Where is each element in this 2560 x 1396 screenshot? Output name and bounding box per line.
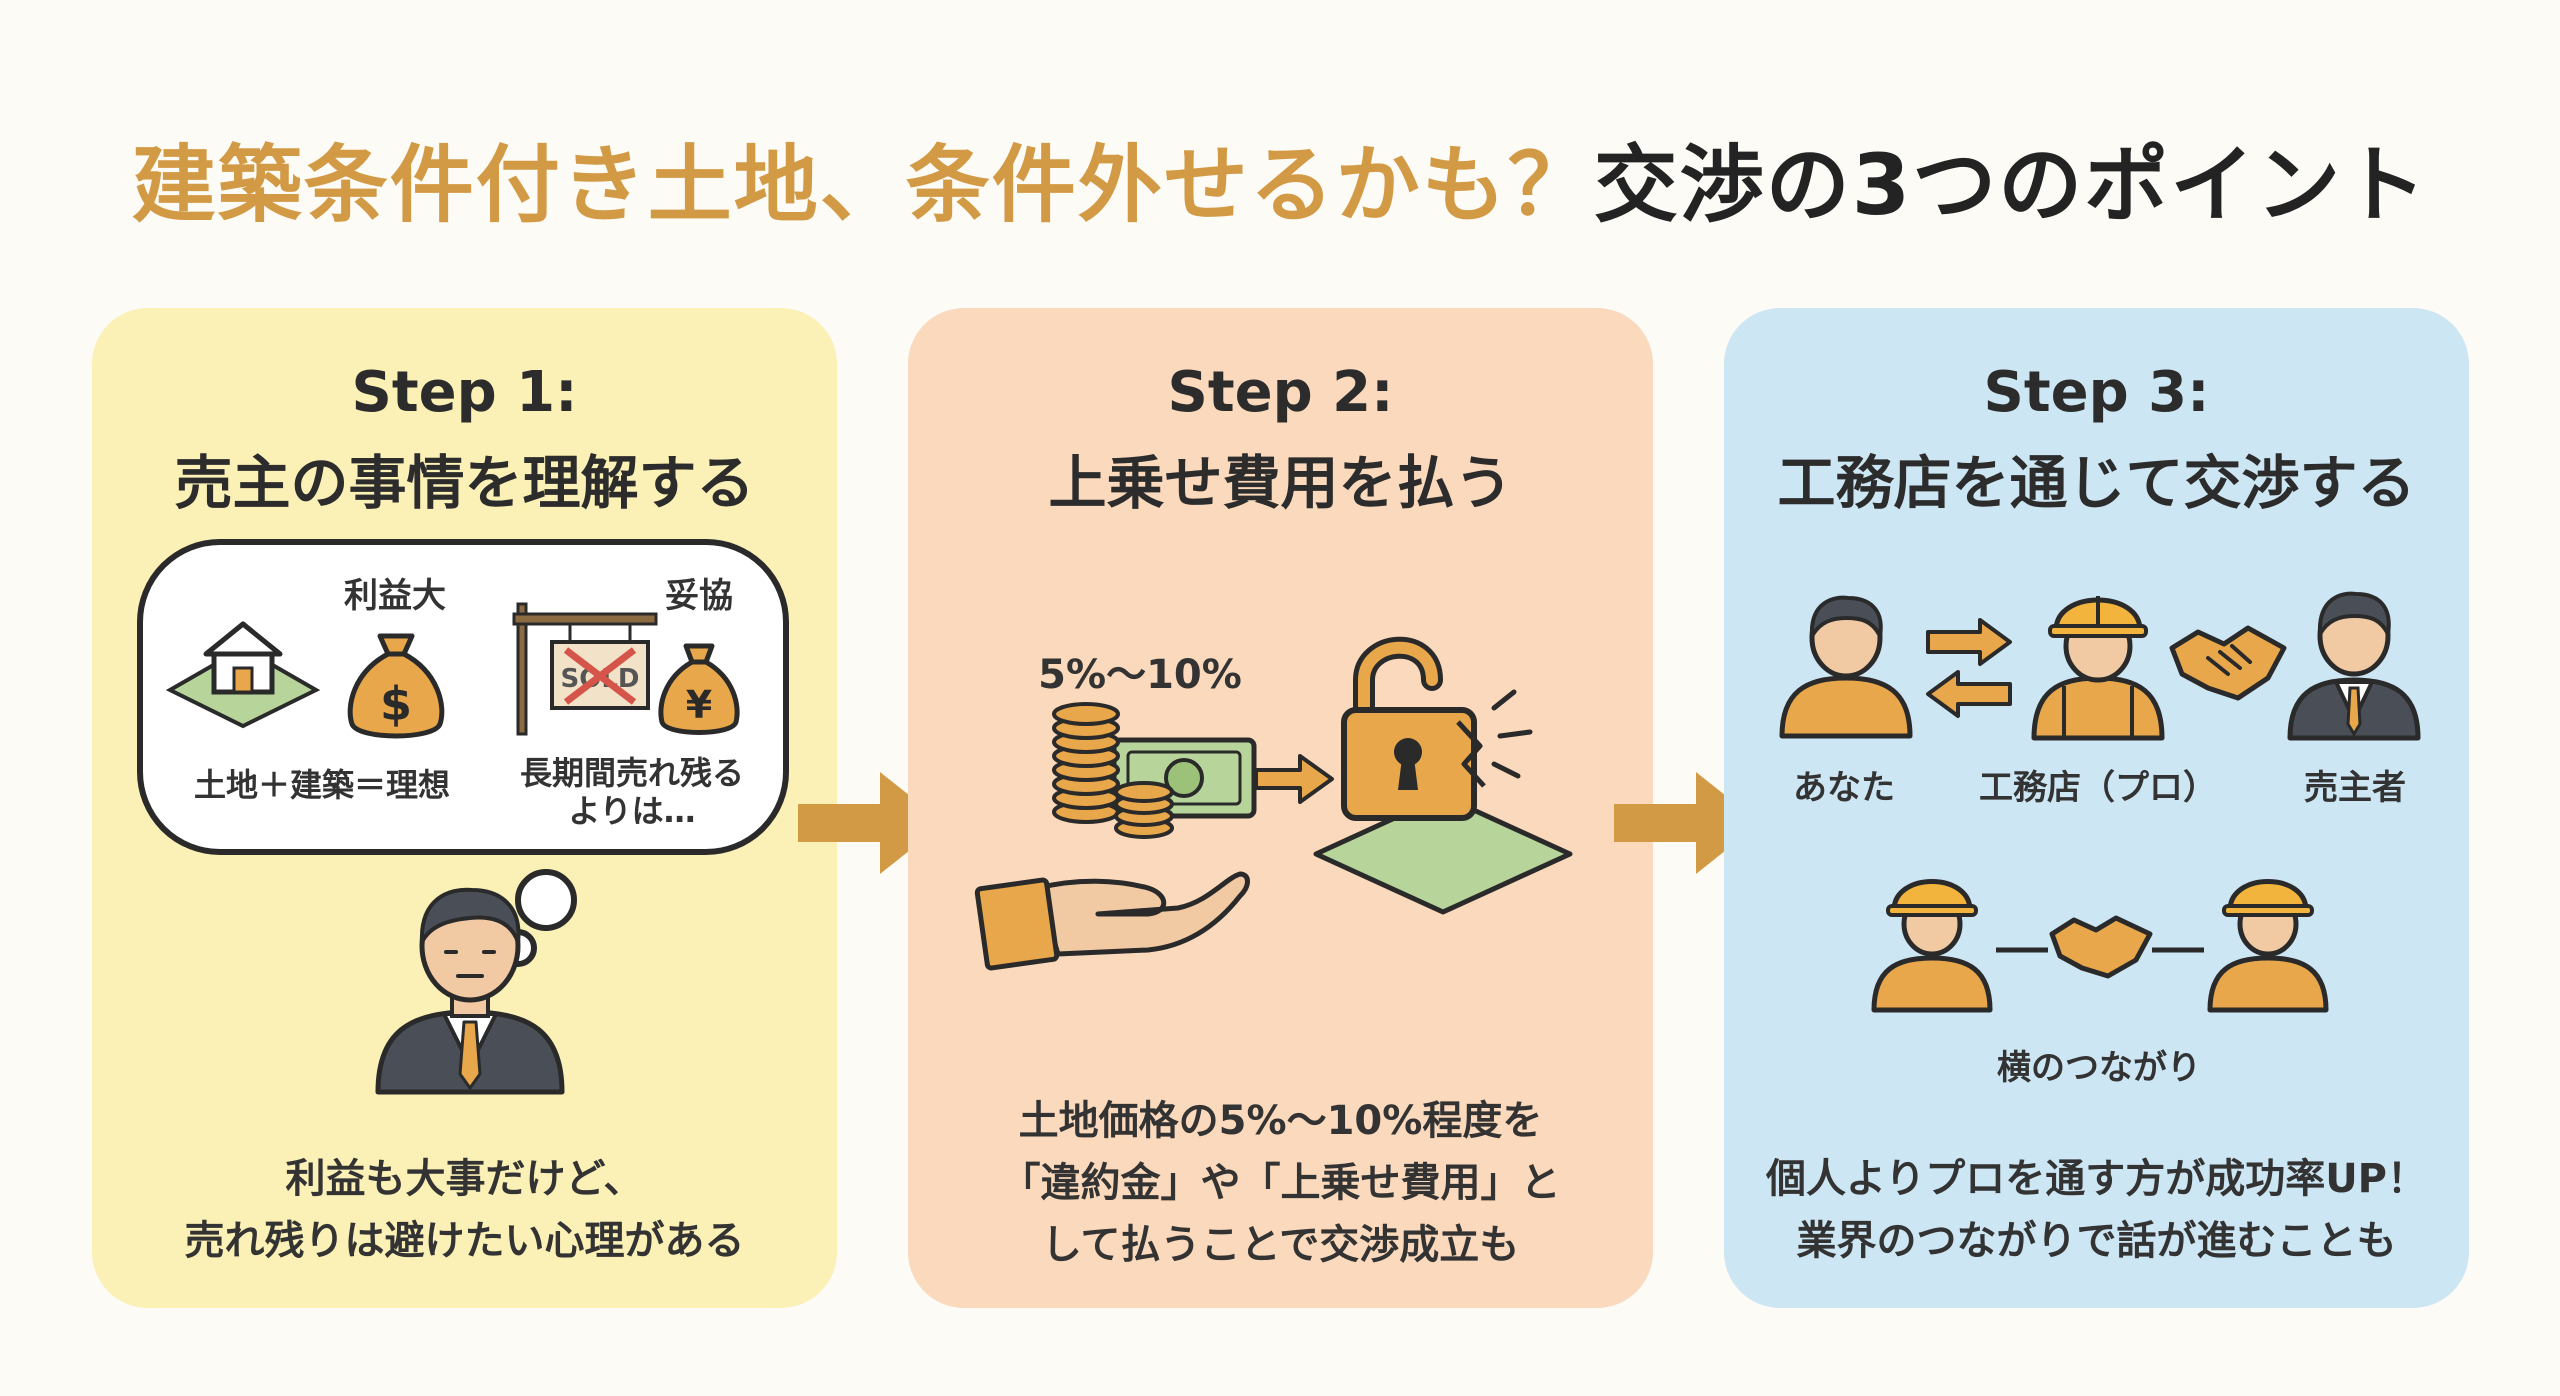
compromise-label: 妥協 [665, 576, 733, 616]
step1-desc-line: 売れ残りは避けたい心理がある [184, 1218, 745, 1264]
step3-title: 工務店を通じて交渉する [1777, 449, 2416, 517]
step-arrow-2-icon [1614, 772, 1760, 874]
step1-panel: Step 1: 売主の事情を理解する $ 利益大 SOLD ¥ 妥協 土地＋建 [92, 308, 837, 1308]
person-you-icon [1779, 595, 1913, 739]
step3-desc-line: 業界のつながりで話が進むことも [1796, 1218, 2397, 1264]
unsold-label-2: よりは… [568, 792, 696, 830]
dollar-symbol: $ [380, 677, 412, 731]
step-arrow-1-icon [798, 772, 944, 874]
small-arrow-icon [1254, 754, 1334, 804]
builder-network-icon [1871, 879, 2329, 1013]
title-accent: 建築条件付き土地、条件外せるかも？ [131, 136, 1594, 234]
step3-number: Step 3: [1983, 360, 2210, 425]
sold-sign-icon: SOLD [512, 602, 658, 736]
step2-title: 上乗せ費用を払う [1048, 449, 1513, 517]
builder-label: 工務店（プロ） [1979, 768, 2217, 808]
money-bag-dollar-icon: $ [347, 633, 445, 739]
handshake-icon [2169, 625, 2287, 701]
open-hand-icon [974, 871, 1250, 971]
title-main: 交渉の3つのポイント [1593, 136, 2429, 234]
coins-and-bill-icon [1052, 702, 1257, 839]
seller-label: 売主者 [2304, 768, 2406, 808]
step2-desc-line: 「違約金」や「上乗せ費用」と [1000, 1160, 1561, 1206]
page-title: 建築条件付き土地、条件外せるかも？交渉の3つのポイント [0, 118, 2560, 239]
step3-desc-line: 個人よりプロを通す方が成功率UP！ [1766, 1156, 2427, 1202]
profit-label: 利益大 [344, 576, 446, 616]
step2-description: 土地価格の5%〜10%程度を 「違約金」や「上乗せ費用」と して払うことで交渉成… [908, 1090, 1653, 1276]
step3-panel: Step 3: 工務店を通じて交渉する あなた 工務店（プロ） 売主者 [1724, 308, 2469, 1308]
step2-desc-line: して払うことで交渉成立も [1041, 1222, 1520, 1268]
step1-desc-line: 利益も大事だけど、 [285, 1156, 644, 1202]
businessman-icon [375, 887, 565, 1095]
step3-description: 個人よりプロを通す方が成功率UP！ 業界のつながりで話が進むことも [1724, 1148, 2469, 1272]
unlocked-padlock-icon [1313, 636, 1573, 915]
percent-label: 5%〜10% [1038, 652, 1242, 698]
step2-panel: Step 2: 上乗せ費用を払う 5%〜10% [908, 308, 1653, 1308]
builder-icon [2031, 596, 2165, 741]
step1-title: 売主の事情を理解する [174, 449, 755, 517]
unsold-label-1: 長期間売れ残る [519, 754, 744, 792]
you-label: あなた [1793, 768, 1895, 808]
step2-number: Step 2: [1167, 360, 1394, 425]
land-build-label: 土地＋建築＝理想 [193, 766, 450, 804]
seller-businessman-icon [2287, 591, 2421, 741]
step1-description: 利益も大事だけど、 売れ残りは避けたい心理がある [92, 1148, 837, 1272]
step2-desc-line: 土地価格の5%〜10%程度を [1018, 1098, 1543, 1144]
step1-number: Step 1: [351, 360, 578, 425]
exchange-arrows-icon [1926, 618, 2012, 718]
network-label: 横のつながり [1997, 1048, 2201, 1088]
yen-symbol: ¥ [686, 683, 712, 727]
money-bag-yen-icon: ¥ [658, 643, 740, 735]
house-on-land-icon [165, 621, 321, 729]
